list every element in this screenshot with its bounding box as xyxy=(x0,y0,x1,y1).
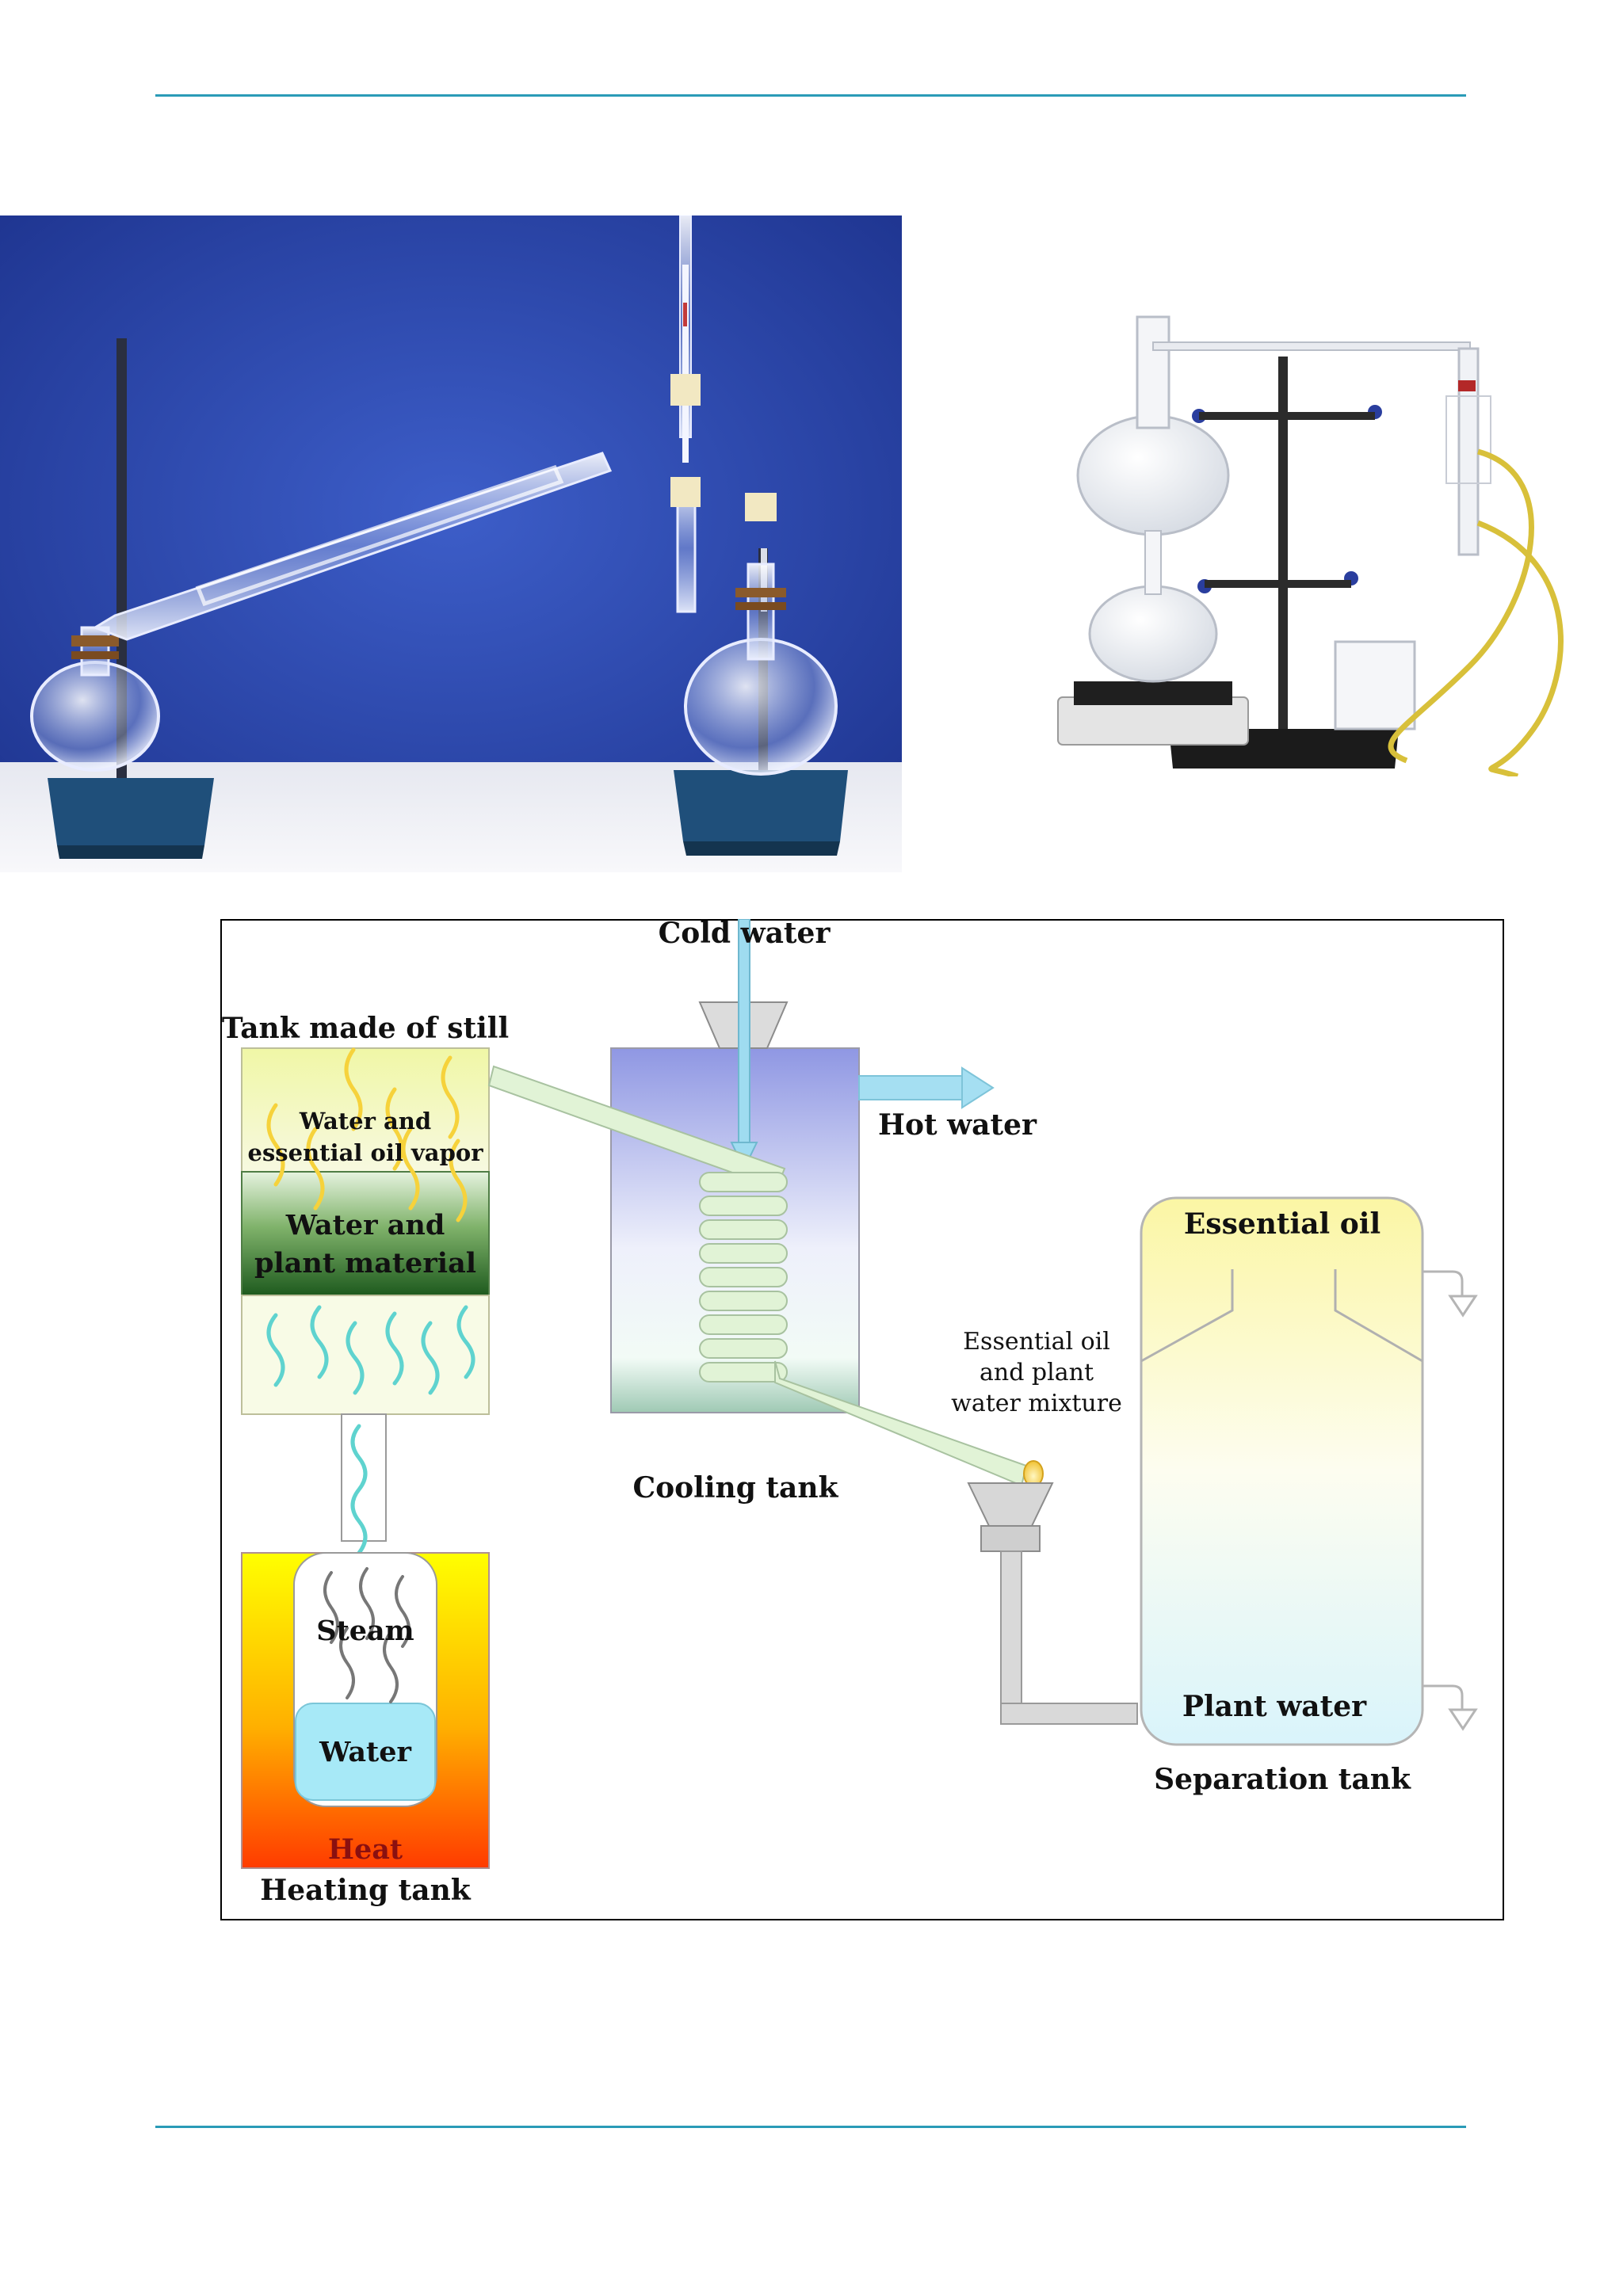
label-essential-oil: Essential oil xyxy=(1184,1207,1381,1241)
steam-distillation-diagram: Tank made of still Water and essential o… xyxy=(220,919,1504,1920)
label-plant-line1: Water and xyxy=(285,1209,445,1241)
distillation-apparatus-photo xyxy=(0,215,902,872)
label-mixture-line1: Essential oil xyxy=(963,1328,1110,1356)
label-plant-line2: plant material xyxy=(254,1247,476,1280)
label-mixture-line2: and plant xyxy=(980,1359,1094,1386)
heating-tank xyxy=(241,1552,490,1869)
footer-rule xyxy=(155,2126,1466,2128)
label-vapor-line1: Water and xyxy=(299,1108,431,1135)
label-plant-water: Plant water xyxy=(1182,1690,1367,1723)
separation-tank xyxy=(1140,1196,1478,1746)
collection-funnel xyxy=(967,1460,1138,1725)
label-steam: Steam xyxy=(316,1615,414,1647)
label-mixture-line3: water mixture xyxy=(951,1390,1122,1417)
cooling-tank xyxy=(487,919,1028,1487)
header-rule xyxy=(155,94,1466,97)
label-water: Water xyxy=(319,1736,411,1768)
label-cooling-tank: Cooling tank xyxy=(633,1471,839,1505)
label-vapor-line2: essential oil vapor xyxy=(248,1139,484,1166)
label-separation-tank: Separation tank xyxy=(1154,1763,1411,1796)
label-heating-tank: Heating tank xyxy=(260,1874,472,1907)
label-tank-made-of-still: Tank made of still xyxy=(222,1012,509,1045)
label-hot-water: Hot water xyxy=(878,1108,1037,1142)
label-heat: Heat xyxy=(328,1833,403,1866)
steam-distillation-kit-photo xyxy=(1026,301,1593,776)
label-cold-water: Cold water xyxy=(659,919,831,950)
